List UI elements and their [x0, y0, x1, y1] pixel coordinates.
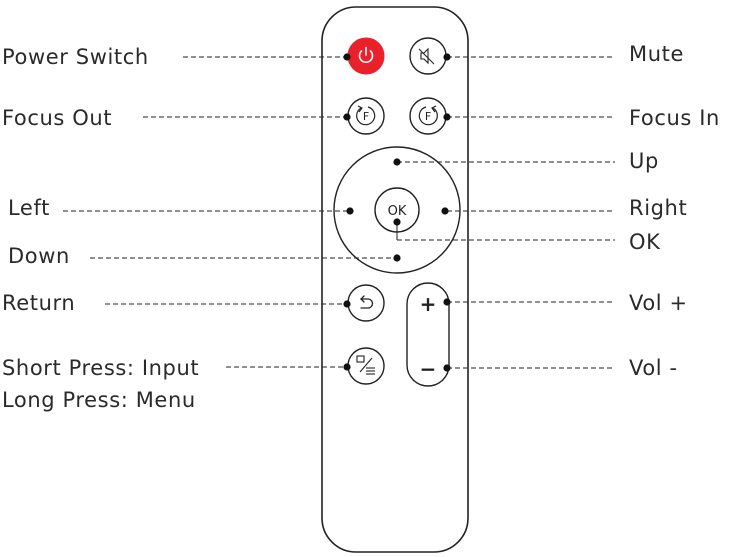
mute-button[interactable]	[409, 37, 447, 75]
label-focus-in: Focus In	[629, 106, 720, 130]
ok-button-text: OK	[388, 204, 407, 219]
focus-out-glyph: F	[363, 110, 369, 123]
label-return: Return	[2, 291, 76, 315]
label-vol-minus: Vol -	[629, 356, 678, 380]
rotate-right-icon	[418, 105, 438, 126]
label-right: Right	[629, 196, 688, 220]
label-mute: Mute	[629, 42, 684, 66]
dot-input	[343, 363, 351, 371]
leader-lines	[63, 56, 615, 369]
input-menu-button[interactable]	[347, 347, 385, 385]
label-power-switch: Power Switch	[2, 45, 149, 69]
volume-rocker[interactable]: + −	[406, 282, 450, 387]
speaker-mute-icon	[418, 47, 435, 65]
vol-minus-glyph: −	[420, 357, 437, 381]
power-icon	[358, 46, 374, 63]
dot-power	[343, 53, 351, 61]
dot-vol-minus	[443, 364, 451, 372]
dot-left	[346, 207, 354, 215]
label-down: Down	[8, 244, 70, 268]
dot-ok	[393, 218, 401, 226]
dot-mute	[443, 53, 451, 61]
label-long-press-menu: Long Press: Menu	[2, 388, 196, 412]
dot-focus-in	[443, 113, 451, 121]
label-short-press-input: Short Press: Input	[2, 356, 200, 380]
dot-up	[393, 158, 401, 166]
focus-in-glyph: F	[425, 110, 431, 123]
return-arrow-icon	[360, 295, 374, 309]
return-button[interactable]	[347, 284, 385, 322]
dot-right	[441, 207, 449, 215]
dot-down	[393, 254, 401, 262]
dot-vol-plus	[443, 298, 451, 306]
dot-return	[343, 300, 351, 308]
label-ok: OK	[629, 230, 661, 254]
label-focus-out: Focus Out	[2, 106, 113, 130]
label-vol-plus: Vol +	[629, 291, 688, 315]
input-menu-icon	[356, 355, 375, 375]
label-left: Left	[8, 196, 50, 220]
vol-plus-glyph: +	[420, 292, 437, 316]
focus-out-button[interactable]: F	[347, 97, 385, 135]
remote-body	[321, 6, 469, 553]
power-button[interactable]	[347, 37, 385, 75]
label-up: Up	[629, 149, 659, 173]
focus-in-button[interactable]: F	[409, 97, 447, 135]
rotate-left-icon	[356, 105, 376, 126]
leader-dots	[343, 53, 451, 372]
dot-focus-out	[343, 113, 351, 121]
